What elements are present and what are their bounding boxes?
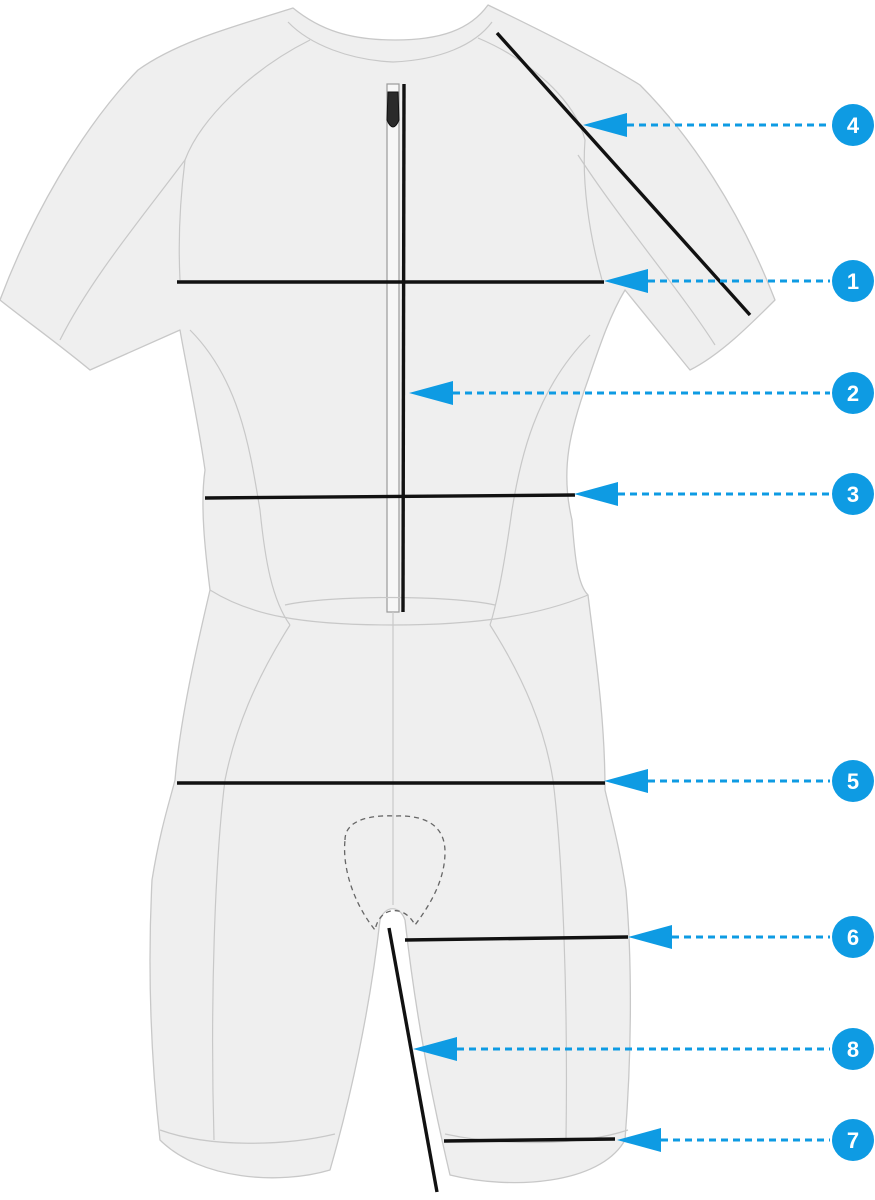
right-side-panel-seam	[489, 334, 591, 626]
callout-badge	[832, 916, 874, 958]
measurement-lines	[177, 31, 752, 1193]
callout-badge	[832, 372, 874, 414]
callout-arrow-icon	[604, 769, 648, 793]
callout-3: 3	[574, 473, 874, 515]
zipper-tape	[386, 83, 400, 613]
callout-badge	[832, 760, 874, 802]
callout-5: 5	[604, 760, 874, 802]
left-leg-cuff-seam	[159, 1129, 336, 1144]
callout-badge	[832, 1119, 874, 1161]
callout-badge	[832, 104, 874, 146]
callout-arrow-icon	[628, 925, 672, 949]
right-hip-seam	[489, 624, 568, 1141]
callout-arrow-icon	[604, 269, 648, 293]
garment-seams	[59, 21, 716, 1144]
waist-panel-lower-seam	[284, 596, 496, 606]
callout-number: 3	[847, 482, 859, 507]
callouts: 4 1 2 3 5 6 8 7	[409, 104, 874, 1161]
callout-arrow-icon	[409, 381, 453, 405]
callout-4: 4	[583, 104, 874, 146]
collar-seam	[287, 21, 493, 63]
callout-2: 2	[409, 372, 874, 414]
trisuit-illustration	[0, 4, 776, 1184]
callout-arrow-icon	[617, 1128, 661, 1152]
left-raglan-seam	[178, 39, 311, 281]
callout-arrow-icon	[413, 1037, 457, 1061]
callout-8: 8	[413, 1028, 874, 1070]
callout-badge	[832, 1028, 874, 1070]
callout-number: 7	[847, 1128, 859, 1153]
callout-1: 1	[604, 260, 874, 302]
callout-badge	[832, 260, 874, 302]
callout-number: 4	[847, 113, 860, 138]
callout-arrow-icon	[583, 113, 627, 137]
chamois-pad-outline	[343, 815, 446, 932]
callout-number: 5	[847, 769, 859, 794]
measure-line-shoulder	[495, 31, 752, 317]
right-leg-cuff-seam	[444, 1129, 629, 1144]
measure-line-thigh	[404, 935, 629, 942]
measure-line-inseam	[387, 927, 439, 1193]
callout-7: 7	[617, 1119, 874, 1161]
measure-line-torso	[401, 83, 406, 613]
measure-line-waist	[204, 493, 576, 500]
callout-number: 8	[847, 1037, 859, 1062]
callout-badge	[832, 473, 874, 515]
left-side-panel-seam	[189, 329, 291, 626]
left-hip-seam	[212, 624, 291, 1141]
callout-number: 2	[847, 381, 859, 406]
callout-6: 6	[628, 916, 874, 958]
callout-arrow-icon	[574, 482, 618, 506]
left-arm-seam	[59, 159, 186, 341]
measure-line-leg-opening	[443, 1137, 616, 1143]
callout-number: 6	[847, 925, 859, 950]
zipper-pull-icon	[386, 91, 400, 128]
callout-number: 1	[847, 269, 859, 294]
right-arm-seam	[577, 154, 716, 346]
